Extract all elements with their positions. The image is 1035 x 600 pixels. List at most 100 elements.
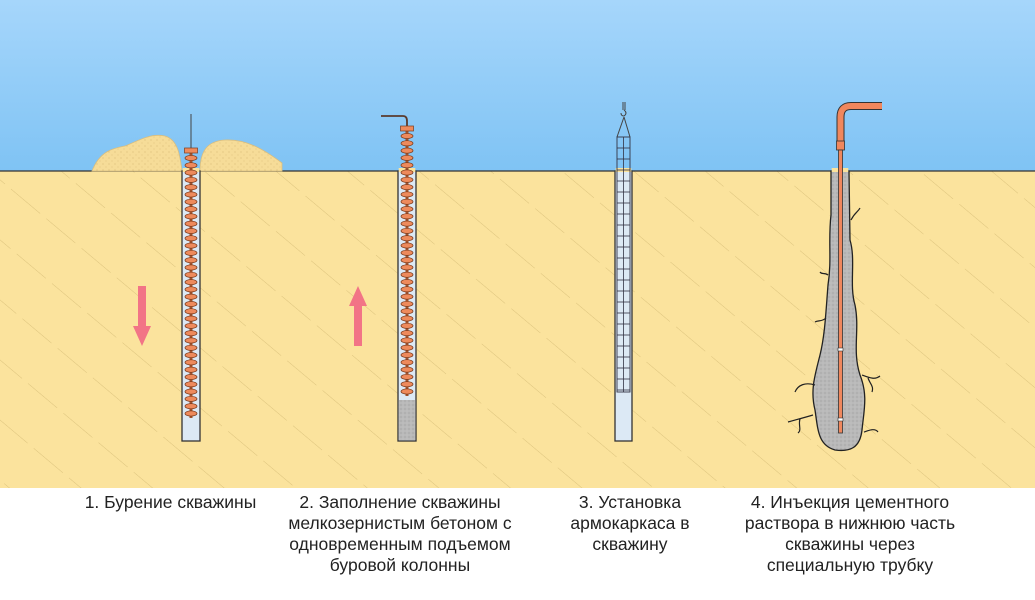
auger-flight xyxy=(400,293,414,300)
auger-flange xyxy=(184,147,198,154)
auger-flight xyxy=(400,388,414,395)
caption-line: буровой колонны xyxy=(329,555,471,575)
auger-flight xyxy=(400,330,414,337)
auger-flight xyxy=(400,249,414,256)
auger-flight xyxy=(400,257,414,264)
caption-line: специальную трубку xyxy=(766,555,934,575)
auger-flight xyxy=(400,140,414,147)
auger-1 xyxy=(184,147,198,418)
auger-flight xyxy=(184,162,198,169)
caption-line: армокаркаса в xyxy=(570,513,690,533)
auger-flight xyxy=(184,330,198,337)
caption-line: мелкозернистым бетоном с xyxy=(288,513,512,533)
auger-flight xyxy=(400,366,414,373)
auger-flight xyxy=(184,249,198,256)
auger-flight xyxy=(400,352,414,358)
auger-flight xyxy=(400,322,414,329)
caption-line: 4. Инъекция цементного xyxy=(750,492,950,512)
auger-flight xyxy=(184,301,198,307)
auger-flight xyxy=(184,228,198,234)
auger-flight xyxy=(184,235,198,242)
auger-flight xyxy=(184,366,198,373)
auger-flight xyxy=(184,155,198,161)
auger-flight xyxy=(184,374,198,380)
auger-flight xyxy=(184,315,198,322)
sand-pile-left xyxy=(91,134,183,172)
pipe-coupling xyxy=(836,140,845,151)
arrow-down-icon xyxy=(133,286,151,346)
auger-flight xyxy=(184,403,198,410)
auger-flight xyxy=(400,169,414,176)
auger-flight xyxy=(400,308,414,315)
step-4-caption: 4. Инъекция цементного раствора в нижнюю… xyxy=(720,492,980,576)
auger-flight xyxy=(400,198,414,205)
auger-flight xyxy=(400,133,414,139)
auger-flight xyxy=(184,184,198,191)
auger-2 xyxy=(400,125,414,396)
auger-flight xyxy=(184,206,198,213)
auger-flight xyxy=(184,279,198,286)
auger-flight xyxy=(400,242,414,249)
concrete-fill xyxy=(398,400,416,440)
auger-flight xyxy=(184,322,198,329)
auger-flight xyxy=(184,257,198,264)
auger-flight xyxy=(184,242,198,249)
auger-flight xyxy=(184,293,198,300)
step-3-caption: 3. Установка армокаркаса в скважину xyxy=(570,492,690,555)
auger-flight xyxy=(400,147,414,154)
auger-flange xyxy=(400,125,414,132)
auger-flight xyxy=(400,359,414,366)
step-1-caption: 1. Бурение скважины xyxy=(78,492,263,513)
auger-flight xyxy=(184,395,198,402)
auger-flight xyxy=(400,300,414,307)
caption-line: одновременным подъемом xyxy=(289,534,511,554)
auger-flight xyxy=(400,271,414,278)
auger-flight xyxy=(184,213,198,220)
auger-flight xyxy=(400,213,414,220)
auger-flight xyxy=(400,344,414,351)
auger-flight xyxy=(184,198,198,205)
auger-flight xyxy=(400,337,414,344)
auger-flight xyxy=(184,359,198,366)
auger-flight xyxy=(184,410,198,417)
auger-flight xyxy=(400,227,414,234)
auger-flight xyxy=(184,344,198,351)
auger-flight xyxy=(184,191,198,198)
auger-flight xyxy=(400,176,414,183)
drill-hook-2 xyxy=(381,115,408,128)
soil-cracks xyxy=(787,207,881,434)
auger-flight xyxy=(184,337,198,344)
auger-flight xyxy=(184,176,198,183)
auger-flight xyxy=(400,184,414,191)
caption-line: 1. Бурение скважины xyxy=(84,492,257,512)
auger-flight xyxy=(400,191,414,198)
auger-flight xyxy=(184,264,198,271)
caption-line: скважины через xyxy=(785,534,915,554)
arrow-up-icon xyxy=(349,286,367,346)
soil xyxy=(0,171,1035,488)
auger-flight xyxy=(400,220,414,227)
auger-flight xyxy=(184,388,198,395)
auger-flight xyxy=(400,315,414,322)
caption-line: раствора в нижнюю часть xyxy=(744,513,956,533)
step-2-caption: 2. Заполнение скважины мелкозернистым бе… xyxy=(280,492,520,576)
auger-flight xyxy=(400,206,414,212)
crane-hook-icon xyxy=(616,102,631,138)
reinforcement-cage xyxy=(616,136,631,393)
auger-flight xyxy=(400,373,414,380)
auger-flight xyxy=(184,286,198,293)
auger-flight xyxy=(400,154,414,161)
auger-flight xyxy=(184,271,198,278)
auger-flight xyxy=(184,220,198,227)
auger-flight xyxy=(184,308,198,315)
auger-flight xyxy=(400,279,414,285)
sand-pile-right xyxy=(199,139,283,172)
auger-flight xyxy=(184,381,198,388)
auger-flight xyxy=(400,381,414,388)
auger-flight xyxy=(400,235,414,242)
caption-line: 3. Установка xyxy=(578,492,682,512)
caption-line: скважину xyxy=(592,534,668,554)
auger-flight xyxy=(400,264,414,271)
